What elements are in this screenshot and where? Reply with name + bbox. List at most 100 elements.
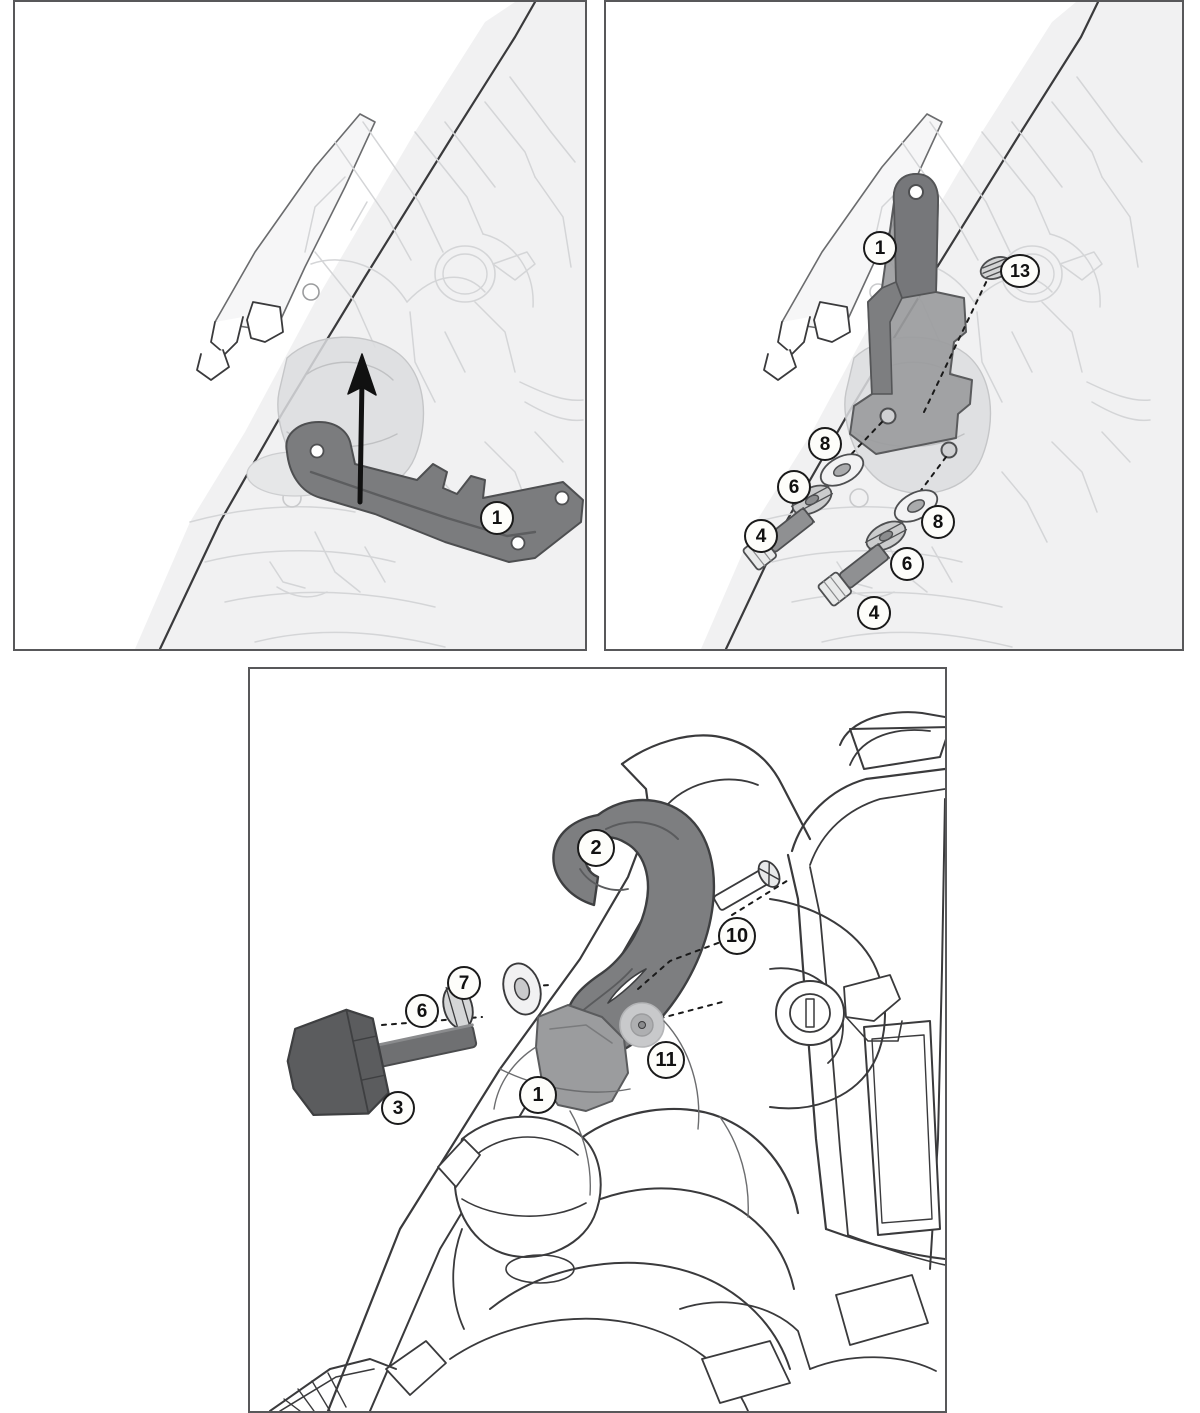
callout-part-13[interactable]: 13 xyxy=(1000,254,1040,288)
heat-shield-fins xyxy=(283,1372,347,1411)
hanger-plate-inner xyxy=(701,1340,791,1404)
screen-tab-3 xyxy=(196,349,230,381)
ghost-arm xyxy=(1059,251,1103,281)
washer-part-7 xyxy=(502,962,542,1016)
seat-inner xyxy=(667,778,759,805)
seat-front xyxy=(620,734,812,841)
bracket-arm-dark xyxy=(892,173,939,299)
ghost-bolt-hole-1 xyxy=(302,283,320,301)
callout-part-11[interactable]: 11 xyxy=(647,1041,685,1079)
washer-8-upper xyxy=(819,453,865,487)
exhaust-pipe-inner xyxy=(279,1368,375,1411)
shock-mount-hole xyxy=(789,993,831,1033)
screen-tab-2 xyxy=(813,301,851,343)
screen-tab xyxy=(777,316,811,355)
callout-part-2[interactable]: 2 xyxy=(577,829,615,867)
callout-part-6-upper[interactable]: 6 xyxy=(777,470,811,504)
ghost-bolt-hole-2 xyxy=(849,488,869,508)
ghost-arm xyxy=(492,251,536,281)
panel-3-artwork xyxy=(269,711,945,1411)
muffler-line-2 xyxy=(461,1198,587,1217)
ghost-frame-lines xyxy=(755,76,1151,648)
bracket-hole-2 xyxy=(554,490,570,506)
engine-top xyxy=(578,1107,800,1215)
bracket-crease xyxy=(309,470,537,538)
ghost-indicator xyxy=(434,245,496,303)
fairing-edge xyxy=(158,2,537,649)
dotted-pin-10 xyxy=(731,878,791,916)
muffler-bracket xyxy=(437,1138,481,1188)
muffler-line-1 xyxy=(475,1136,579,1156)
callout-part-10[interactable]: 10 xyxy=(718,917,756,955)
tail-upper-edge xyxy=(326,762,652,1411)
callout-part-3[interactable]: 3 xyxy=(381,1091,415,1125)
hook-inner-void-2 xyxy=(607,968,647,1004)
callout-part-6-lower[interactable]: 6 xyxy=(890,547,924,581)
mount-tab-right xyxy=(843,974,901,1022)
hook-highlight-1 xyxy=(605,821,679,840)
side-plate-lower xyxy=(809,1356,937,1372)
ghost-frame-lines xyxy=(189,76,584,648)
callout-part-6[interactable]: 6 xyxy=(405,994,439,1028)
screen-tab-2 xyxy=(246,301,284,343)
tail-inner-edge xyxy=(369,803,671,1411)
hook-bracket-part-2 xyxy=(552,798,716,1059)
windscreen xyxy=(781,113,943,333)
callout-part-4-lower[interactable]: 4 xyxy=(857,596,891,630)
bracket-hole-lower-left xyxy=(879,407,897,425)
engine-lower xyxy=(489,1261,791,1370)
bracket-hole-lower-right xyxy=(940,441,958,459)
rack-rail-top xyxy=(839,711,945,746)
dotted-washer-axis xyxy=(513,984,551,988)
panel-top-right: 1 13 8 6 4 8 6 4 xyxy=(604,0,1184,651)
callout-part-1[interactable]: 1 xyxy=(863,231,897,265)
exhaust-pipe xyxy=(269,1358,397,1411)
installation-arrow xyxy=(347,353,377,505)
panel-1-artwork xyxy=(135,2,585,649)
mount-tab-right-lower xyxy=(845,1016,903,1042)
mirror-mount-line xyxy=(306,361,394,381)
shock-mount-slot xyxy=(805,998,815,1028)
bracket-part-1 xyxy=(535,1004,629,1112)
pannier-frame-bottom-inner xyxy=(847,1234,945,1266)
callout-part-1[interactable]: 1 xyxy=(480,501,514,535)
callout-part-1[interactable]: 1 xyxy=(519,1076,557,1114)
hook-highlight-2 xyxy=(579,868,629,891)
pannier-plate xyxy=(863,1020,941,1236)
bracket-crease xyxy=(549,1024,613,1044)
knob-bolt-part-3 xyxy=(286,1008,478,1117)
bracket-hole-1 xyxy=(309,443,325,459)
lower-bracket xyxy=(385,1340,447,1396)
ghost-indicator-inner xyxy=(442,253,488,295)
screen-tab-3 xyxy=(763,349,797,381)
muffler-edge xyxy=(452,1228,465,1330)
rack-rail-main xyxy=(790,767,945,853)
rack-rail-top-inner xyxy=(849,729,931,766)
hook-highlight-3 xyxy=(579,968,633,1014)
rack-tab xyxy=(849,726,945,770)
knob-head xyxy=(286,1008,390,1117)
muffler-body xyxy=(453,1115,602,1258)
callout-part-4-upper[interactable]: 4 xyxy=(744,519,778,553)
knob-shaft xyxy=(370,1024,478,1069)
panel-2-artwork xyxy=(701,2,1182,649)
bracket-mid-dark xyxy=(867,281,903,395)
bracket-hole-top xyxy=(908,184,924,200)
panel-top-left: 1 xyxy=(13,0,587,651)
pin-part-10 xyxy=(713,860,781,911)
screen-tab xyxy=(210,316,244,355)
panel-2-callouts: 1 13 8 6 4 8 6 4 xyxy=(606,2,1182,649)
spacer-6-lower xyxy=(864,520,908,552)
rack-rail-main-inner xyxy=(809,788,945,866)
callout-part-8-upper[interactable]: 8 xyxy=(808,427,842,461)
dotted-8-upper xyxy=(841,421,883,465)
grommet-part-11 xyxy=(619,1002,665,1048)
callout-part-8-lower[interactable]: 8 xyxy=(921,505,955,539)
callout-part-7[interactable]: 7 xyxy=(447,966,481,1000)
screw-4-lower xyxy=(817,543,891,607)
engine-lower-2 xyxy=(449,1317,631,1360)
panel-1-callouts: 1 xyxy=(15,2,585,649)
